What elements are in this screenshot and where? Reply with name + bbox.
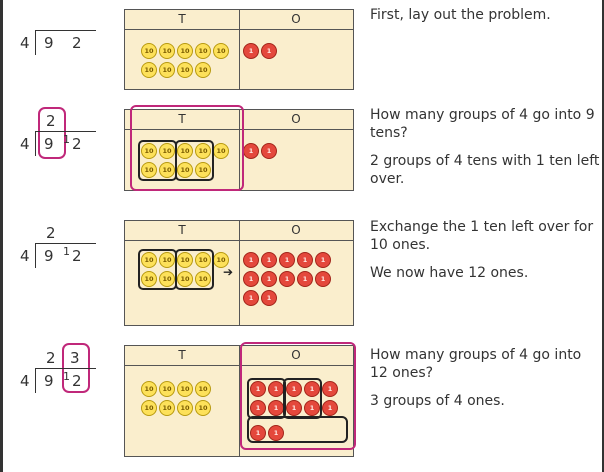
instruction: Exchange the 1 ten left over for 10 ones… <box>370 218 602 254</box>
dividend-ones: 2 <box>72 247 82 265</box>
group-of-four-tens <box>138 249 177 290</box>
quotient-tens: 2 <box>46 349 56 367</box>
dividend-tens: 9 <box>44 247 54 265</box>
step-4-text: How many groups of 4 go into 12 ones? 3 … <box>370 346 602 410</box>
ten-counter: 10 <box>213 43 229 59</box>
dividend-tens: 9 <box>44 135 54 153</box>
ten-counter: 10 <box>195 400 211 416</box>
one-counter: 1 <box>297 271 313 287</box>
exchange-arrow-icon: ➔ <box>223 265 233 279</box>
quotient-tens: 2 <box>46 112 56 130</box>
question: How many groups of 4 go into 9 tens? <box>370 106 602 142</box>
exchange-mark: 1 <box>63 133 70 146</box>
one-counter: 1 <box>261 271 277 287</box>
one-counter: 1 <box>261 143 277 159</box>
ten-counter: 10 <box>141 43 157 59</box>
one-counter: 1 <box>279 252 295 268</box>
ones-header: O <box>239 223 353 237</box>
one-counter: 1 <box>243 43 259 59</box>
one-counter: 1 <box>261 290 277 306</box>
ten-counter: 10 <box>159 43 175 59</box>
tens-header: T <box>125 12 239 26</box>
place-value-chart: T O 10 10 10 10 10 10 10 10 10 ➔ 1 1 1 1… <box>124 220 354 326</box>
ten-counter: 10 <box>195 381 211 397</box>
explanation: 2 groups of 4 tens with 1 ten left over. <box>370 152 602 188</box>
ten-counter: 10 <box>141 400 157 416</box>
ten-counter: 10 <box>141 62 157 78</box>
ten-counter: 10 <box>177 43 193 59</box>
divisor: 4 <box>20 247 30 265</box>
tens-highlight <box>130 105 244 191</box>
ten-counter: 10 <box>141 381 157 397</box>
divisor: 4 <box>20 34 30 52</box>
one-counter: 1 <box>261 43 277 59</box>
dividend-tens: 9 <box>44 372 54 390</box>
exchange-mark: 1 <box>63 370 70 383</box>
one-counter: 1 <box>243 290 259 306</box>
ones-header: O <box>239 112 353 126</box>
ten-counter: 10 <box>177 400 193 416</box>
ten-counter: 10 <box>195 62 211 78</box>
one-counter: 1 <box>243 271 259 287</box>
place-value-chart: T O 10 10 10 10 10 10 10 10 10 1 1 <box>124 9 354 90</box>
dividend-ones: 2 <box>72 135 82 153</box>
dividend-ones: 2 <box>72 34 82 52</box>
group-of-four-tens <box>175 249 214 290</box>
ten-counter: 10 <box>159 381 175 397</box>
ten-counter: 10 <box>159 62 175 78</box>
step-3-text: Exchange the 1 ten left over for 10 ones… <box>370 218 602 282</box>
ones-highlight <box>240 342 356 450</box>
one-counter: 1 <box>279 271 295 287</box>
step-2-text: How many groups of 4 go into 9 tens? 2 g… <box>370 106 602 188</box>
divisor: 4 <box>20 372 30 390</box>
one-counter: 1 <box>243 143 259 159</box>
ones-header: O <box>239 12 353 26</box>
explanation: We now have 12 ones. <box>370 264 602 282</box>
quotient-tens: 2 <box>46 224 56 242</box>
ten-counter: 10 <box>159 400 175 416</box>
question: How many groups of 4 go into 12 ones? <box>370 346 602 382</box>
tens-header: T <box>125 348 239 362</box>
divisor: 4 <box>20 135 30 153</box>
ten-counter: 10 <box>177 381 193 397</box>
exchange-mark: 1 <box>63 245 70 258</box>
one-counter: 1 <box>261 252 277 268</box>
tens-header: T <box>125 223 239 237</box>
one-counter: 1 <box>297 252 313 268</box>
one-counter: 1 <box>315 271 331 287</box>
ten-counter: 10 <box>195 43 211 59</box>
one-counter: 1 <box>315 252 331 268</box>
quotient-ones: 3 <box>70 349 80 367</box>
explanation: 3 groups of 4 ones. <box>370 392 602 410</box>
instruction: First, lay out the problem. <box>370 6 602 24</box>
one-counter: 1 <box>243 252 259 268</box>
dividend-tens: 9 <box>44 34 54 52</box>
ten-counter: 10 <box>177 62 193 78</box>
dividend-ones: 2 <box>72 372 82 390</box>
step-1-text: First, lay out the problem. <box>370 6 602 24</box>
